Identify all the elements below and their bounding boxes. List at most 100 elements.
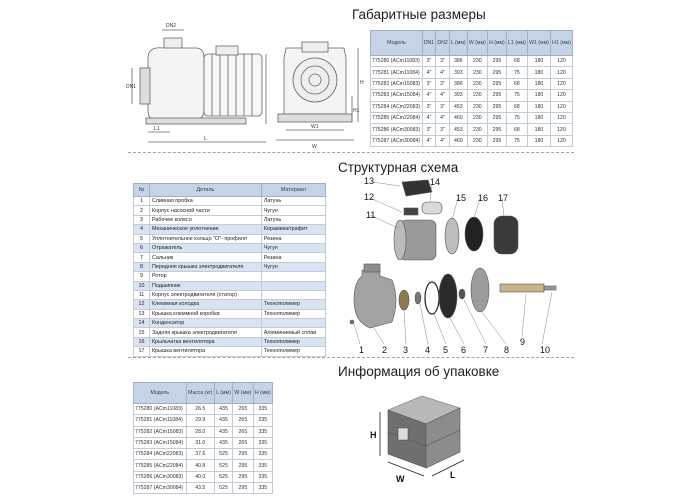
table-cell: 8 — [133, 261, 150, 273]
table-cell: 4" — [435, 89, 450, 102]
table-cell: Технополимер — [260, 336, 327, 348]
table-cell: 453 — [448, 123, 468, 136]
table-cell: 3" — [435, 54, 450, 68]
table-cell: 4" — [435, 66, 450, 79]
box-l-label: L — [450, 470, 456, 480]
table-cell: Передняя крышка электродвигателя — [149, 261, 262, 273]
table-cell: 460 — [448, 134, 468, 148]
table-cell: 230 — [466, 89, 488, 102]
table-cell: 120 — [550, 54, 573, 68]
table-cell: 230 — [466, 100, 488, 113]
table-cell: 75 — [505, 89, 528, 102]
table-cell: 120 — [550, 100, 573, 113]
dn2-label: DN2 — [166, 23, 176, 29]
packing-title: Информация об упаковке — [338, 364, 500, 379]
table-cell: 230 — [466, 134, 488, 148]
column-header: W1 (мм) — [526, 30, 552, 56]
table-cell: 295 — [486, 134, 507, 148]
table-cell: Технополимер — [260, 346, 327, 357]
table-cell: 525 — [213, 459, 234, 472]
table-cell: Рабочее колесо — [149, 214, 262, 226]
table-cell: 6 — [133, 242, 150, 254]
table-cell: 453 — [448, 100, 468, 113]
callout-14: 14 — [430, 177, 441, 187]
structure-title: Структурная схема — [338, 160, 459, 175]
table-cell: 775285 (ACm22084) — [133, 459, 187, 472]
table-cell: 295 — [486, 89, 507, 102]
table-cell: 180 — [526, 100, 552, 113]
table-cell: 775285 (ACm22084) — [370, 111, 423, 125]
table-cell: Подшипник — [149, 280, 262, 291]
table-cell: 230 — [466, 54, 488, 68]
table-cell: Корпус электродвигателя (статор) — [149, 289, 262, 301]
table-cell: 15 — [133, 327, 150, 338]
table-cell: Чугун — [260, 205, 327, 216]
table-cell: 3" — [435, 100, 450, 113]
table-cell: Конденсатор — [149, 318, 262, 329]
table-cell: 28.0 — [185, 425, 215, 438]
l-label: L — [204, 136, 207, 142]
table-cell — [260, 280, 327, 291]
table-cell: 3" — [435, 77, 450, 91]
table-cell: 68 — [505, 100, 528, 113]
column-header: H (мм) — [252, 382, 274, 404]
separator-line — [128, 152, 574, 153]
callout-3: 3 — [403, 345, 409, 355]
table-cell: 120 — [550, 111, 573, 125]
callout-2: 2 — [382, 345, 388, 355]
table-cell: 13 — [133, 308, 150, 320]
table-cell: 295 — [486, 111, 507, 125]
table-cell: Сальник — [149, 252, 262, 263]
table-cell: 435 — [213, 425, 234, 438]
table-cell: 3" — [421, 100, 437, 113]
table-cell: 230 — [466, 111, 488, 125]
packing-box-diagram: H W L — [370, 395, 465, 484]
h1-label: H1 — [353, 108, 360, 114]
table-cell: 775283 (ACm15084) — [133, 436, 187, 450]
table-cell: 295 — [232, 470, 254, 484]
table-cell: 386 — [448, 77, 468, 91]
table-cell: Керамика/графит — [260, 224, 327, 235]
exploded-view-diagram — [349, 179, 557, 345]
table-cell: 37.6 — [185, 448, 215, 461]
table-cell: 120 — [550, 123, 573, 136]
table-cell: 525 — [213, 448, 234, 461]
dimensions-title: Габаритные размеры — [352, 7, 486, 22]
table-cell: Механическое уплотнение — [149, 224, 262, 235]
table-cell: 4" — [435, 134, 450, 148]
dn1-label: DN1 — [126, 84, 136, 90]
table-cell: 386 — [448, 54, 468, 68]
callout-16: 16 — [478, 193, 489, 203]
table-cell: 4 — [133, 224, 150, 235]
w-label: W — [312, 144, 317, 150]
column-header: Деталь — [149, 183, 262, 197]
table-cell: 775280 (ACm11083) — [133, 402, 187, 416]
callout-9: 9 — [520, 337, 526, 347]
table-cell: 120 — [550, 134, 573, 148]
table-cell: 335 — [252, 482, 274, 495]
table-cell: 26.5 — [185, 402, 215, 416]
table-cell: 295 — [486, 100, 507, 113]
callout-13: 13 — [364, 176, 375, 186]
table-cell: 775281 (ACm11084) — [370, 66, 423, 79]
table-cell: Латунь — [260, 195, 327, 207]
table-cell: 40.8 — [185, 459, 215, 472]
callout-12: 12 — [364, 192, 375, 202]
